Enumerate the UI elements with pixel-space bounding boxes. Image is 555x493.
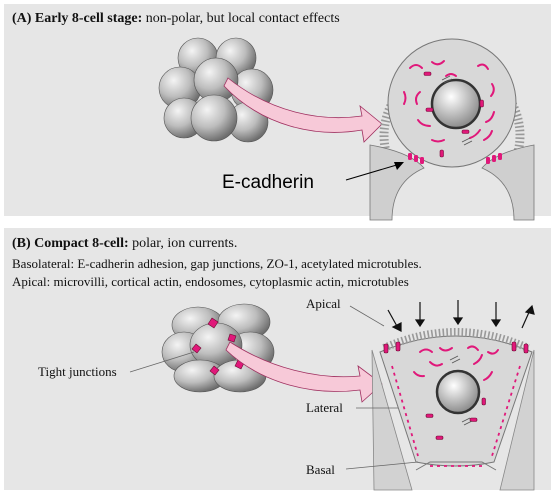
panel-a-heading-bold: (A) Early 8-cell stage: xyxy=(12,11,143,26)
cell-detail-a xyxy=(369,38,535,221)
basal-pointer xyxy=(345,461,419,470)
label-apical: Apical xyxy=(306,296,341,311)
embryo-8-cell-loose xyxy=(158,37,274,143)
zoom-arrow-a xyxy=(223,77,383,143)
apical-line: Apical: microvilli, cortical actin, endo… xyxy=(12,274,409,289)
zoom-arrow-b xyxy=(225,341,383,403)
ecadherin-pointer xyxy=(345,163,401,181)
panel-b-heading-rest: polar, ion currents. xyxy=(128,236,238,251)
tight-junctions-pointer xyxy=(129,351,195,373)
panel-b-heading: (B) Compact 8-cell: polar, ion currents. xyxy=(12,236,237,252)
embryo-8-cell-compact xyxy=(161,303,275,393)
apical-pointer xyxy=(349,305,385,327)
panel-a-heading-rest: non-polar, but local contact effects xyxy=(142,11,340,26)
cell-detail-b xyxy=(371,300,535,491)
label-basal: Basal xyxy=(306,462,335,477)
label-tight-junctions: Tight junctions xyxy=(38,364,117,379)
label-ecadherin: E-cadherin xyxy=(222,172,314,193)
label-lateral: Lateral xyxy=(306,400,343,415)
panel-a-heading: (A) Early 8-cell stage: non-polar, but l… xyxy=(12,11,340,27)
ecadherin-pointer-head xyxy=(394,162,404,170)
basolateral-line: Basolateral: E-cadherin adhesion, gap ju… xyxy=(12,256,422,271)
panel-b-heading-bold: (B) Compact 8-cell: xyxy=(12,236,129,251)
